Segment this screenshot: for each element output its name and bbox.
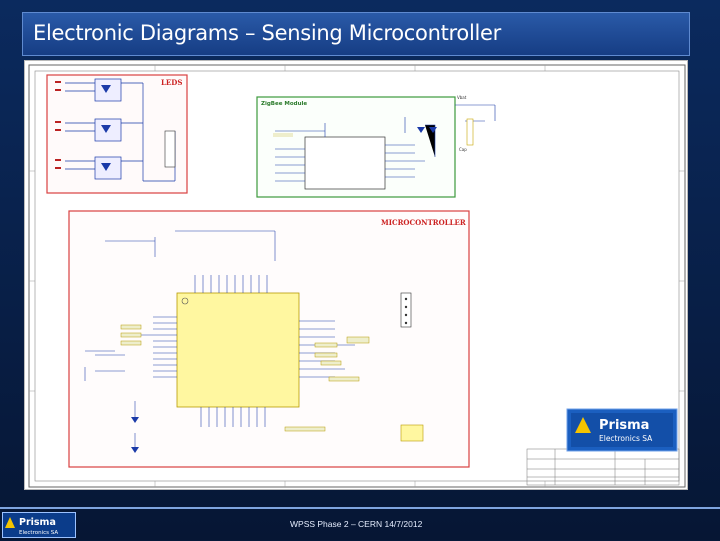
schematic-drawing: LEDS xyxy=(28,64,686,488)
footer-logo-subtitle: Electronics SA xyxy=(19,530,58,536)
footer-logo-name: Prisma xyxy=(19,517,56,528)
schematic-sheet: LEDS xyxy=(24,60,688,490)
microcontroller-block: MICROCONTROLLER xyxy=(68,210,470,468)
mcu-chip xyxy=(176,292,300,408)
title-bar: Electronic Diagrams – Sensing Microcontr… xyxy=(22,12,690,56)
prisma-triangle-icon xyxy=(575,417,591,433)
sheet-inner-frame xyxy=(34,70,680,482)
drawing-title-block xyxy=(526,448,680,486)
leds-label: LEDS xyxy=(161,78,182,87)
svg-text:Vbat: Vbat xyxy=(457,95,467,100)
sheet-frame xyxy=(28,64,686,488)
prisma-logo-name: Prisma xyxy=(599,418,649,433)
prisma-logo-subtitle: Electronics SA xyxy=(599,434,653,443)
leds-block: LEDS xyxy=(46,74,188,194)
footer-logo: Prisma Electronics SA xyxy=(2,512,76,538)
zigbee-block: ZigBee Module xyxy=(256,96,456,198)
frame-ticks xyxy=(29,65,685,487)
power-components xyxy=(455,104,496,146)
slide-title: Electronic Diagrams – Sensing Microcontr… xyxy=(33,21,501,45)
footer-divider xyxy=(0,507,720,509)
microcontroller-label: MICROCONTROLLER xyxy=(381,218,466,227)
prisma-logo-panel: Prisma Electronics SA xyxy=(566,408,678,452)
footer-prisma-triangle-icon xyxy=(5,517,15,528)
footer-text: WPSS Phase 2 – CERN 14/7/2012 xyxy=(290,519,423,529)
svg-text:Cap: Cap xyxy=(459,147,467,152)
zigbee-label: ZigBee Module xyxy=(261,101,307,107)
